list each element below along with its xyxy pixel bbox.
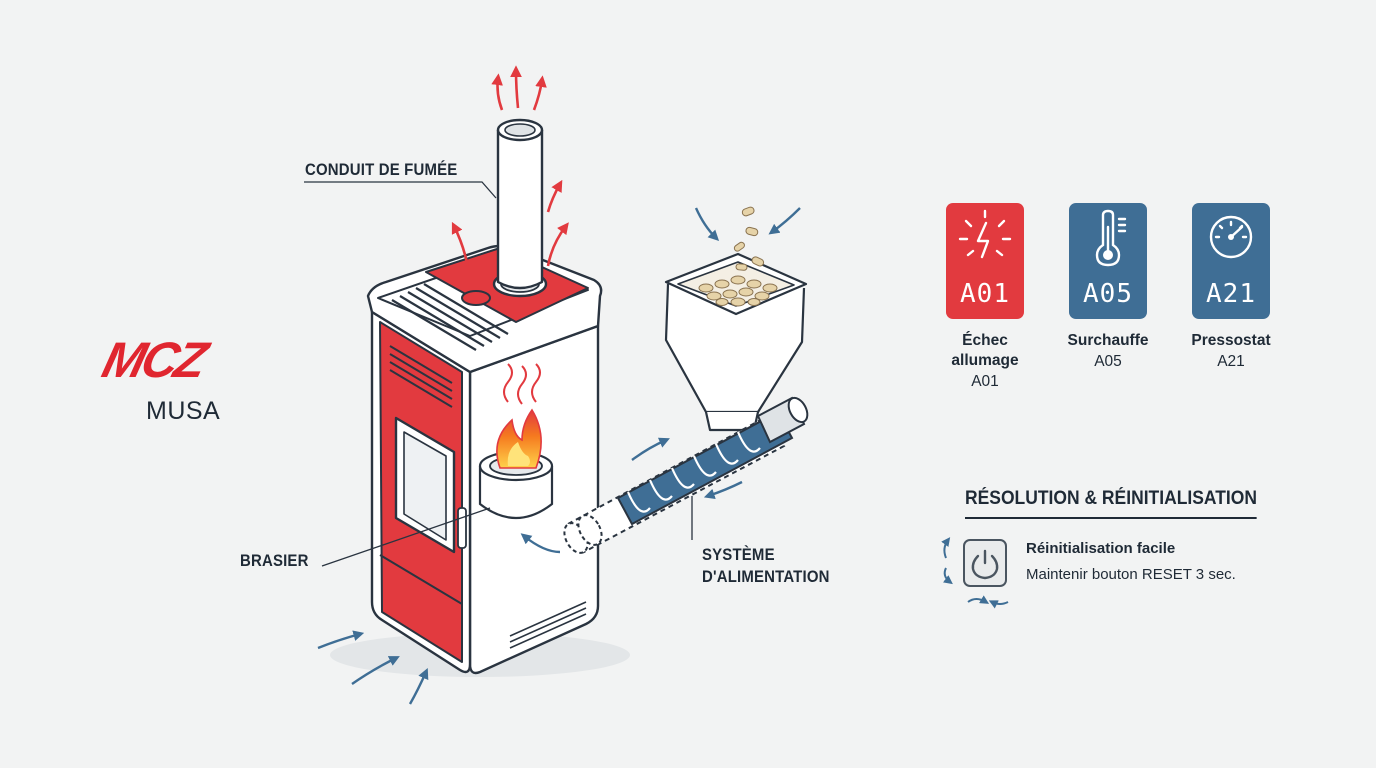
error-card-a01: A01 — [946, 203, 1024, 319]
brand-model: MUSA — [146, 397, 221, 425]
power-icon — [971, 549, 999, 580]
spark-icon — [958, 209, 1012, 259]
reset-button — [963, 539, 1007, 587]
error-code-panel: A01 Échec allumage A01 A05 Surchauffe A0… — [930, 203, 1290, 403]
pellet-stove — [366, 118, 603, 675]
resolution-title: RÉSOLUTION & RÉINITIALISATION — [965, 488, 1257, 519]
brand-logo: MCZ — [97, 332, 211, 388]
reset-description: Maintenir bouton RESET 3 sec. — [1026, 566, 1236, 583]
pellet-hopper — [664, 206, 808, 432]
error-name-a05: Surchauffe — [1067, 332, 1149, 349]
error-card-a21: A21 — [1192, 203, 1270, 319]
error-name-a01-line1: Échec — [962, 332, 1008, 349]
error-display-a21: A21 — [1206, 279, 1256, 309]
error-code-a05: A05 — [1094, 353, 1122, 370]
leader-lines — [304, 181, 693, 567]
thermometer-icon — [1095, 209, 1127, 267]
flame-icon — [496, 363, 542, 469]
label-flue: CONDUIT DE FUMÉE — [305, 160, 458, 179]
error-name-a21: Pressostat — [1191, 332, 1271, 349]
label-brazier: BRASIER — [240, 551, 309, 570]
smoke-arrows — [451, 65, 569, 269]
error-name-a01-line2: allumage — [951, 352, 1019, 369]
label-feed-system-line2: D'ALIMENTATION — [702, 567, 830, 586]
gauge-icon — [1209, 215, 1253, 259]
label-feed-system-line1: SYSTÈME — [702, 545, 775, 564]
error-display-a05: A05 — [1083, 279, 1133, 309]
airflow-arrows — [317, 207, 801, 705]
reset-title: Réinitialisation facile — [1026, 540, 1176, 557]
error-display-a01: A01 — [960, 279, 1010, 309]
auger-feed — [563, 396, 809, 554]
error-code-a21: A21 — [1217, 353, 1245, 370]
reset-cycle-arrows-icon — [941, 537, 1009, 609]
error-card-a05: A05 — [1069, 203, 1147, 319]
error-code-a01: A01 — [971, 373, 999, 390]
